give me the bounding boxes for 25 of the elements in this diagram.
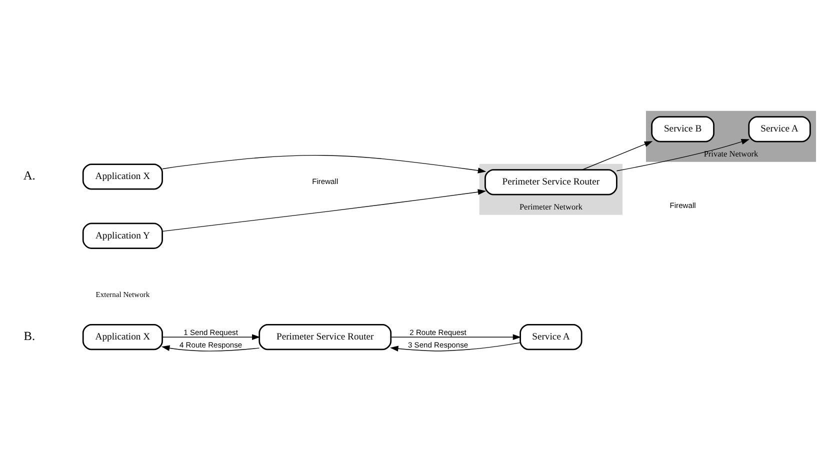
arrow	[582, 141, 653, 170]
node-box: Application Y	[82, 222, 163, 249]
label: A.	[23, 168, 36, 183]
arrow	[390, 342, 521, 352]
arrow	[390, 334, 522, 340]
node-box: Service A	[748, 116, 811, 142]
label: B.	[24, 329, 36, 344]
edge-label: 2 Route Request	[410, 328, 466, 337]
arrow	[162, 155, 486, 174]
arrow	[616, 138, 750, 172]
arrow	[162, 334, 260, 340]
edge-label: 3 Send Response	[408, 340, 468, 350]
arrow	[162, 189, 486, 232]
node-box: Application X	[82, 164, 163, 190]
node-box: Application X	[82, 324, 163, 350]
edge-label: 1 Send Request	[184, 328, 238, 337]
node-box: Service A	[520, 324, 582, 350]
label: Firewall	[312, 177, 338, 186]
label: External Network	[96, 290, 150, 300]
arrow	[161, 345, 260, 352]
label: Firewall	[670, 201, 696, 210]
node-box: Perimeter Service Router	[258, 324, 392, 350]
node-box: Service B	[651, 116, 714, 142]
node-box: Perimeter Service Router	[484, 169, 618, 196]
edge-label: 4 Route Response	[179, 340, 242, 350]
